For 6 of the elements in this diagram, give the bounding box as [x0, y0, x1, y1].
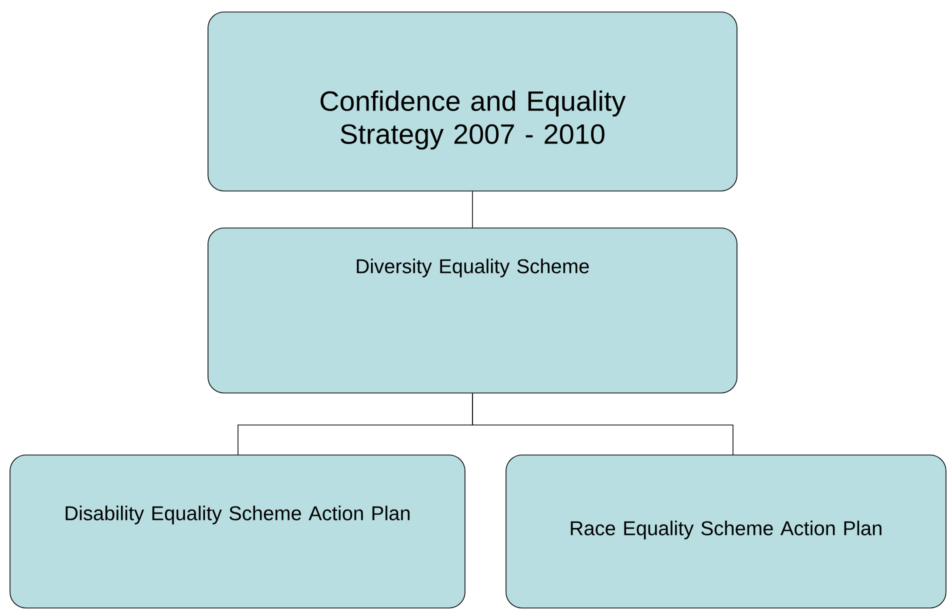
- connector-line: [472, 393, 734, 456]
- process-box: Diversity Equality Scheme: [208, 228, 738, 394]
- process-box: Disability Equality Scheme Action Plan: [10, 454, 466, 608]
- connector-line: [472, 191, 473, 228]
- process-box: Race Equality Scheme Action Plan: [506, 454, 946, 608]
- process-box: Confidence and Equality Strategy 2007 - 2010: [208, 12, 738, 192]
